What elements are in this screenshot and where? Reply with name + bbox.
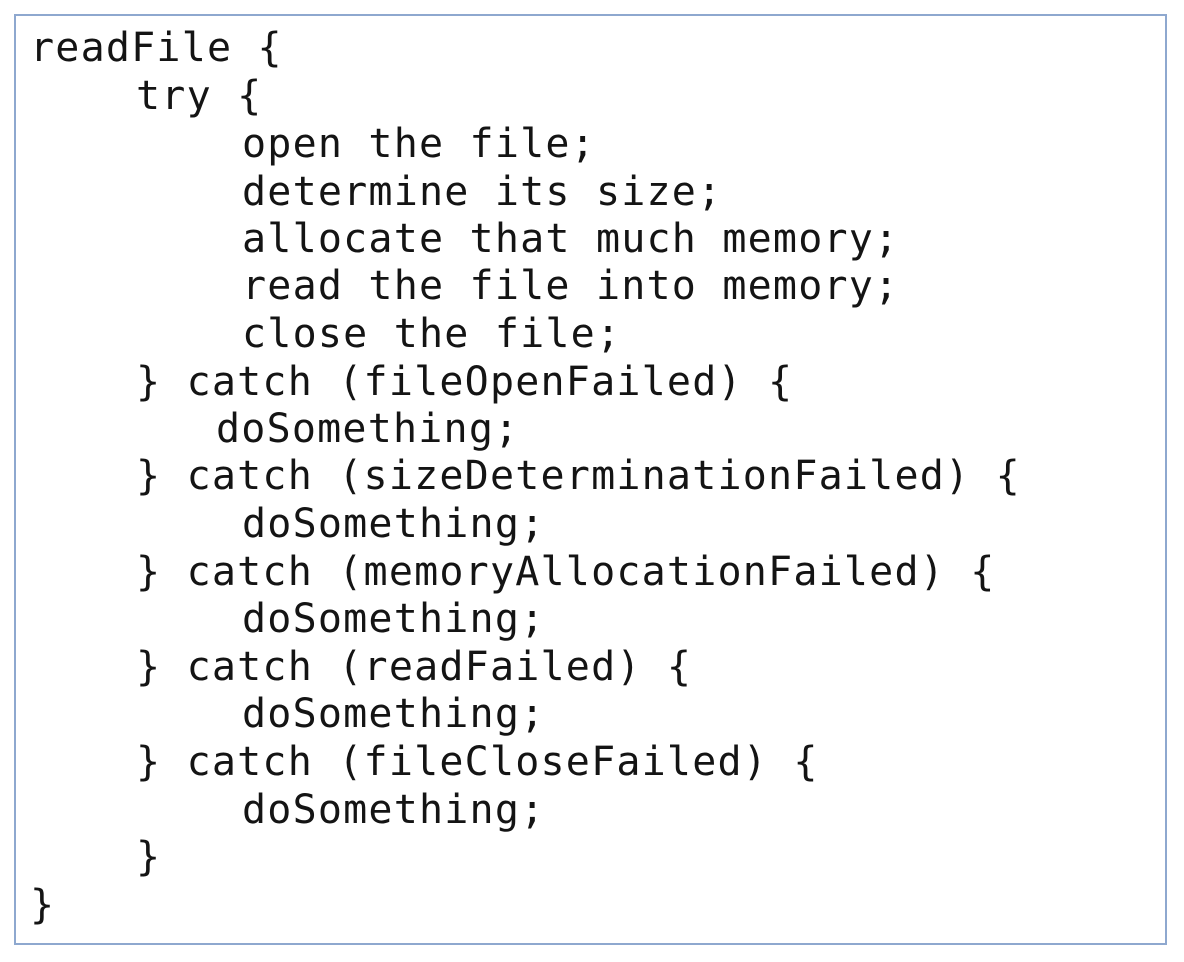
code-line: determine its size; xyxy=(242,169,723,215)
code-line: doSomething; xyxy=(242,596,546,642)
code-line: doSomething; xyxy=(242,691,546,737)
code-line: readFile { xyxy=(30,25,283,71)
code-line: read the file into memory; xyxy=(242,263,900,309)
code-line: close the file; xyxy=(242,311,622,357)
code-line: try { xyxy=(136,73,263,119)
code-line: doSomething; xyxy=(242,501,546,547)
code-line: allocate that much memory; xyxy=(242,216,900,262)
code-line: doSomething; xyxy=(242,787,546,833)
code-line: doSomething; xyxy=(216,406,520,452)
code-line: } catch (fileCloseFailed) { xyxy=(136,739,819,785)
code-line: } catch (readFailed) { xyxy=(136,644,693,690)
code-line: } catch (sizeDeterminationFailed) { xyxy=(136,453,1021,499)
code-line: } catch (fileOpenFailed) { xyxy=(136,359,794,405)
code-line: } xyxy=(30,882,56,928)
code-line: } catch (memoryAllocationFailed) { xyxy=(136,549,996,595)
code-listing-frame: readFile { try { open the file; determin… xyxy=(14,14,1167,945)
code-line: open the file; xyxy=(242,121,596,167)
code-line: } xyxy=(136,834,162,880)
